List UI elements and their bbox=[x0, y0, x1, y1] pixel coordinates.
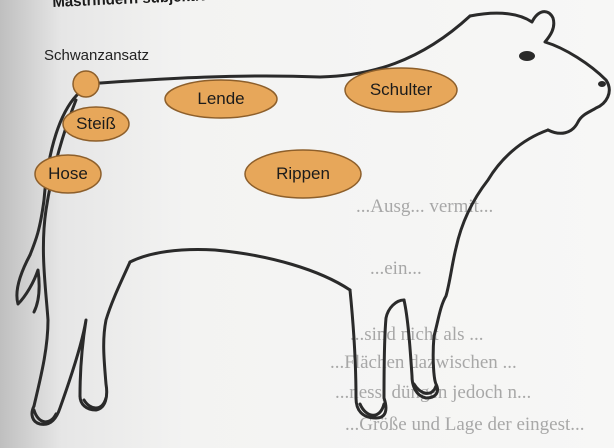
belly-outline bbox=[130, 250, 350, 291]
rump-outline bbox=[34, 100, 76, 406]
nostril-icon bbox=[598, 81, 606, 87]
tail-switch bbox=[17, 255, 39, 312]
region-label-hose: Hose bbox=[48, 164, 88, 184]
region-label-lende: Lende bbox=[197, 89, 244, 109]
region-label-schulter: Schulter bbox=[370, 80, 432, 100]
tail-label: Schwanzansatz bbox=[44, 47, 149, 64]
region-label-rippen: Rippen bbox=[276, 164, 330, 184]
hind-leg-outline bbox=[80, 262, 130, 410]
region-label-steiss: Steiß bbox=[76, 114, 116, 134]
head-outline bbox=[470, 12, 609, 134]
neck-outline bbox=[434, 130, 548, 336]
hind-leg-outline bbox=[32, 320, 86, 424]
eye-icon bbox=[519, 51, 535, 61]
hoof-outline bbox=[34, 410, 56, 422]
tail-head-marker bbox=[73, 71, 99, 97]
front-leg-outline bbox=[404, 300, 438, 398]
front-leg-outline bbox=[350, 290, 404, 418]
